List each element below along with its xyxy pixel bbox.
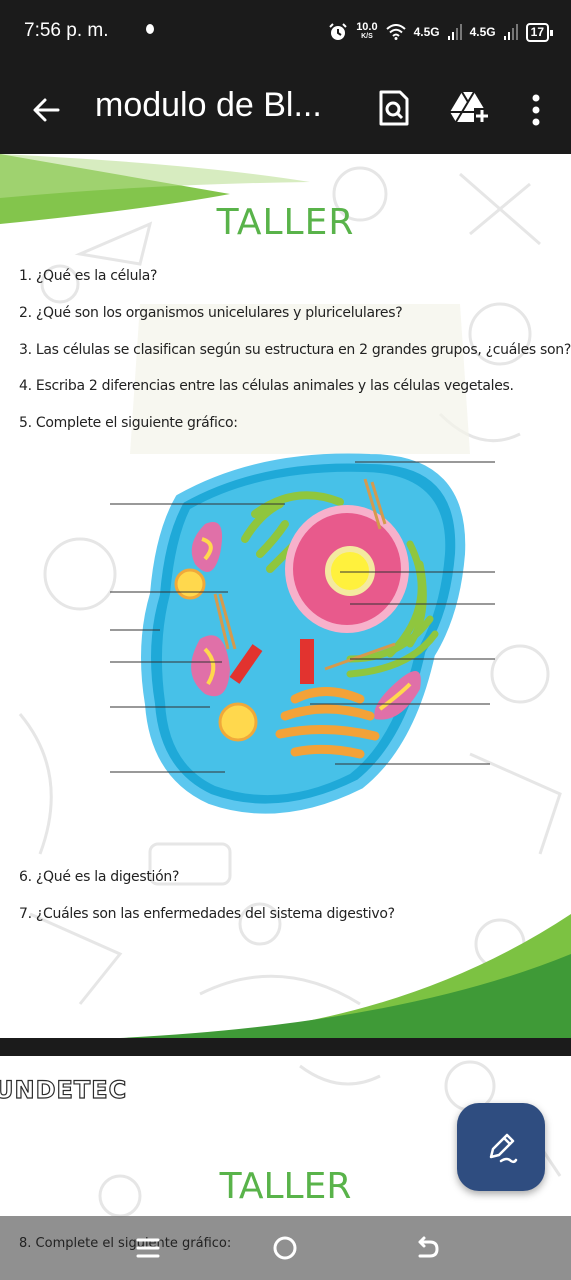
question-3: 3. Las células se clasifican según su es…: [19, 342, 571, 358]
question-8: 8. Complete el siguiente gráfico:: [19, 1236, 232, 1251]
nucleolus: [325, 546, 375, 596]
network-label-1: 4.5G: [413, 25, 440, 39]
doc-title: TALLER: [216, 202, 355, 243]
arrow-left-icon[interactable]: [30, 94, 62, 126]
navigation-bar: [0, 1216, 571, 1280]
mitochondria-1: [191, 522, 223, 572]
centrioles: [229, 639, 314, 684]
back-nav-icon[interactable]: [412, 1228, 442, 1268]
question-4: 4. Escriba 2 diferencias entre las célul…: [19, 378, 514, 394]
drive-add-icon[interactable]: [450, 90, 490, 126]
document-title: modulo de Bl...: [95, 86, 322, 124]
golgi-apparatus: [275, 687, 380, 759]
status-time: 7:56 p. m.: [24, 20, 109, 41]
mitochondria-3: [374, 671, 421, 720]
brand-logo-text: UNDETEC: [0, 1075, 128, 1104]
network-label-2: 4.5G: [469, 25, 496, 39]
battery-icon: 17: [525, 22, 554, 42]
document-search-icon[interactable]: [378, 90, 410, 126]
signal-icon: [503, 24, 518, 40]
microtubules: [213, 478, 396, 671]
pdf-page-1: TALLER 1. ¿Qué es la célula? 2. ¿Qué son…: [0, 154, 571, 1038]
page-background-decoration: [0, 154, 571, 1038]
page-gap: [0, 1038, 571, 1056]
alarm-icon: [329, 23, 347, 40]
annotate-fab[interactable]: [457, 1103, 545, 1191]
lysosome-1: [174, 568, 206, 600]
question-5: 5. Complete el siguiente gráfico:: [19, 415, 238, 431]
app-bar: modulo de Bl...: [0, 64, 571, 154]
lysosome-2: [218, 702, 258, 742]
more-vert-icon[interactable]: [526, 92, 546, 128]
animal-cell-diagram: [110, 453, 495, 814]
home-icon[interactable]: [270, 1228, 300, 1268]
speed-value: 10.0: [356, 21, 378, 33]
signal-icon: [447, 24, 462, 40]
label-lines: [110, 461, 495, 773]
mitochondria-2: [191, 635, 230, 697]
edit-pen-icon: [489, 1133, 518, 1164]
golgi-top: [241, 491, 344, 573]
page2-title: TALLER: [219, 1166, 352, 1207]
question-7: 7. ¿Cuáles son las enfermedades del sist…: [19, 906, 395, 922]
notification-icon: [146, 24, 154, 34]
question-1: 1. ¿Qué es la célula?: [19, 268, 158, 284]
question-2: 2. ¿Qué son los organismos unicelulares …: [19, 305, 403, 321]
question-6: 6. ¿Qué es la digestión?: [19, 869, 180, 885]
wifi-icon: [385, 24, 406, 40]
recent-apps-icon[interactable]: [134, 1228, 162, 1268]
speed-unit: K/S: [361, 33, 373, 40]
